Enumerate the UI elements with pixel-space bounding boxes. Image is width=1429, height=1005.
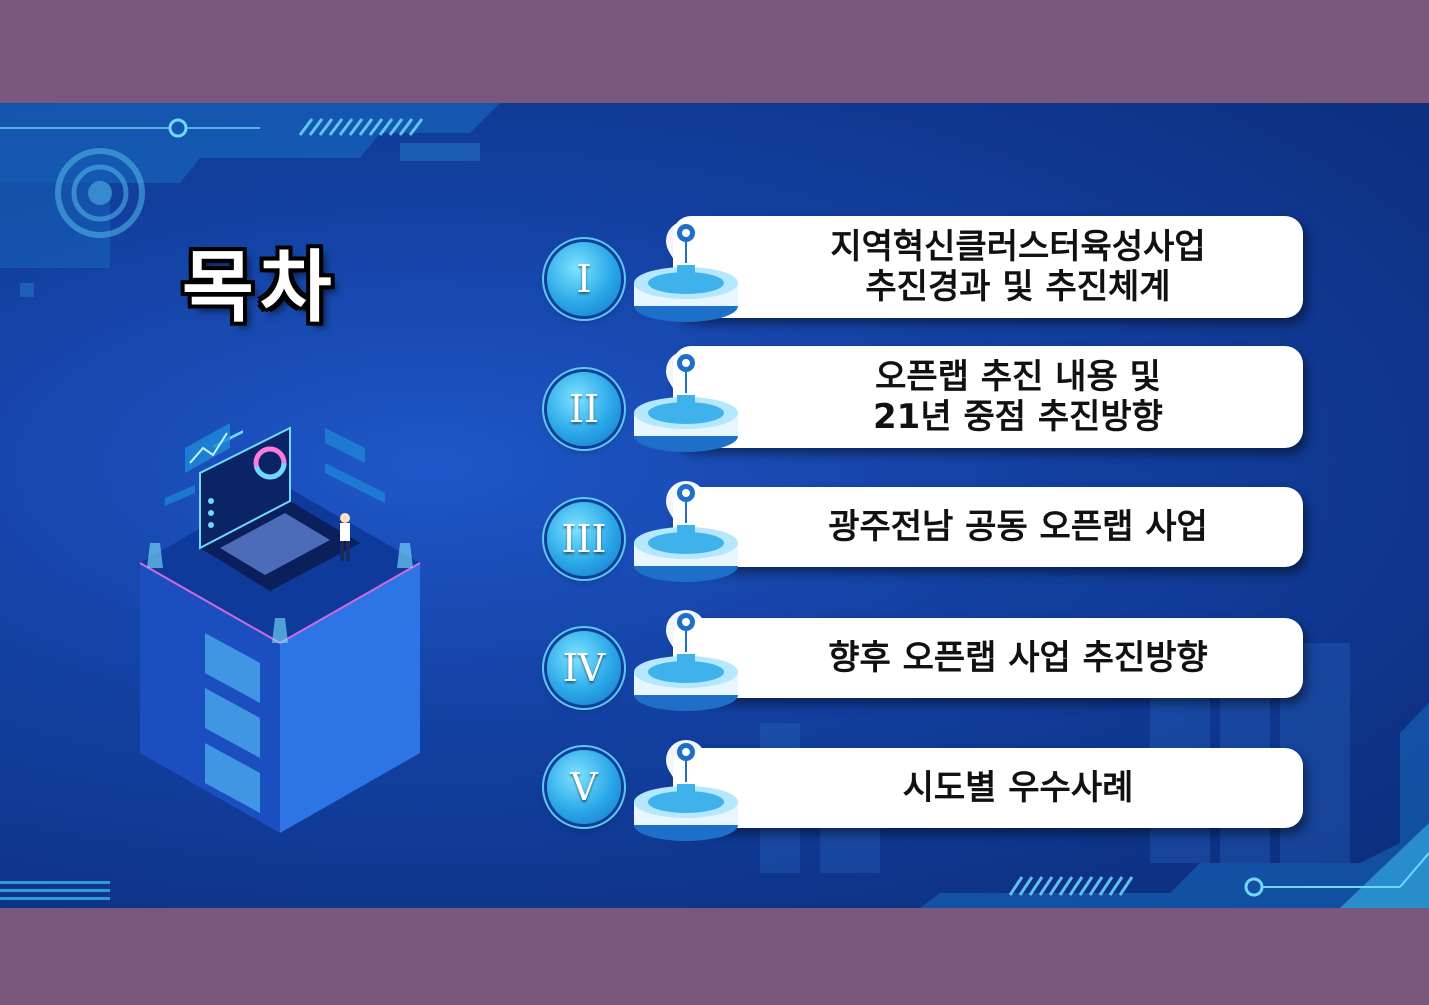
- lightbulb-gear-icon: [634, 610, 738, 711]
- toc-item-text: 오픈랩 추진 내용 및 21년 중점 추진방향: [873, 357, 1163, 437]
- toc-card[interactable]: 지역혁신클러스터육성사업 추진경과 및 추진체계: [673, 216, 1303, 318]
- toc-card[interactable]: 시도별 우수사례: [673, 748, 1303, 828]
- lightbulb-gear-icon: [634, 481, 738, 582]
- toc-item-text: 시도별 우수사례: [902, 768, 1134, 808]
- bottom-band: [0, 908, 1429, 1005]
- lightbulb-gear-icon: [634, 351, 738, 452]
- toc-item-text: 지역혁신클러스터육성사업 추진경과 및 추진체계: [830, 227, 1206, 307]
- numeral-badge: I: [547, 242, 621, 316]
- toc-item-text: 광주전남 공동 오픈랩 사업: [828, 507, 1208, 547]
- numeral-badge: V: [547, 750, 621, 824]
- numeral-badge: III: [547, 502, 621, 576]
- slide: 목차: [0, 103, 1429, 908]
- toc-item-4[interactable]: IV 향후 오픈랩 사업 추진방향: [545, 600, 1305, 712]
- page-title: 목차: [182, 243, 338, 333]
- lightbulb-gear-icon: [634, 221, 738, 322]
- toc-card[interactable]: 오픈랩 추진 내용 및 21년 중점 추진방향: [673, 346, 1303, 448]
- numeral-badge: II: [547, 372, 621, 446]
- toc-item-2[interactable]: II 오픈랩 추진 내용 및 21년 중점 추진방향: [545, 341, 1305, 453]
- toc-item-5[interactable]: V 시도별 우수사례: [545, 730, 1305, 842]
- isometric-laptop-server-illustration: [139, 423, 421, 833]
- toc-item-3[interactable]: III 광주전남 공동 오픈랩 사업: [545, 471, 1305, 583]
- toc-card[interactable]: 광주전남 공동 오픈랩 사업: [673, 487, 1303, 567]
- toc-item-text: 향후 오픈랩 사업 추진방향: [828, 638, 1208, 678]
- lightbulb-gear-icon: [634, 740, 738, 841]
- toc-card[interactable]: 향후 오픈랩 사업 추진방향: [673, 618, 1303, 698]
- numeral-badge: IV: [547, 631, 621, 705]
- toc-item-1[interactable]: I 지역혁신클러스터육성사업 추진경과 및 추진체계: [545, 211, 1305, 323]
- top-band: [0, 0, 1429, 103]
